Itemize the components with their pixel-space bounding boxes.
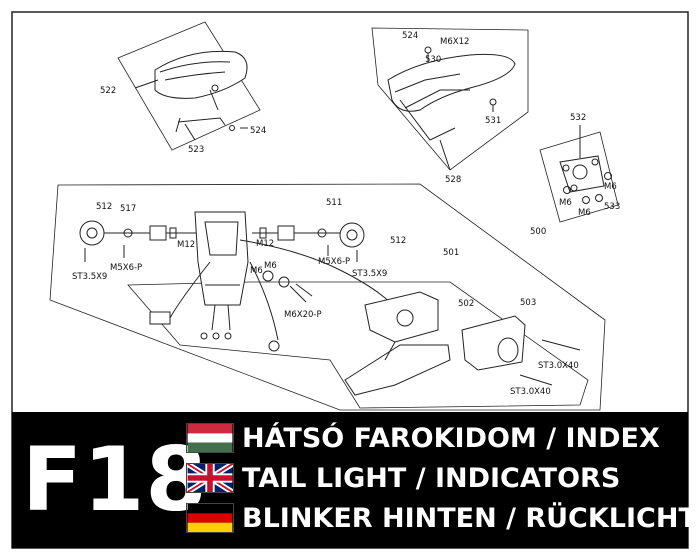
label-st30x40-a: ST3.0X40 xyxy=(538,361,579,371)
uk-flag-icon xyxy=(186,463,234,493)
de-stripe-black xyxy=(187,504,233,514)
label-m6x20p: M6X20-P xyxy=(284,310,322,320)
label-523: 523 xyxy=(188,145,204,155)
label-m6-e: M6 xyxy=(264,261,277,271)
de-stripe-red xyxy=(187,513,233,523)
label-522: 522 xyxy=(100,86,116,96)
label-m6-a: M6 xyxy=(604,182,617,192)
label-501: 501 xyxy=(443,248,459,258)
label-m5x6p-b: M5X6-P xyxy=(318,257,350,267)
label-m6-d: M6 xyxy=(250,266,263,276)
footer-banner: F18 HÁTSÓ FAROKIDOM / INDEX TAIL LIGHT /… xyxy=(12,412,697,548)
label-st35x9-a: ST3.5X9 xyxy=(72,272,107,282)
label-517: 517 xyxy=(120,204,136,214)
uk-cross-red xyxy=(187,464,233,492)
hu-stripe-white xyxy=(187,433,233,443)
germany-flag-icon xyxy=(186,503,234,533)
label-503: 503 xyxy=(520,298,536,308)
title-german: BLINKER HINTEN / RÜCKLICHT xyxy=(242,502,697,534)
de-stripe-gold xyxy=(187,522,233,532)
hu-stripe-green xyxy=(187,442,233,452)
row-hungarian: HÁTSÓ FAROKIDOM / INDEX xyxy=(186,420,660,456)
label-524-b: 524 xyxy=(402,31,418,41)
label-m12-b: M12 xyxy=(256,239,274,249)
label-st35x9-b: ST3.5X9 xyxy=(352,269,387,279)
outer-border xyxy=(11,11,689,549)
hu-stripe-red xyxy=(187,424,233,434)
label-512-a: 512 xyxy=(96,202,112,212)
label-531: 531 xyxy=(485,116,501,126)
label-m6x12: M6X12 xyxy=(440,37,469,47)
label-502: 502 xyxy=(458,299,474,309)
label-524-a: 524 xyxy=(250,126,266,136)
tail-cover-528-group xyxy=(371,27,529,171)
label-m6-b: M6 xyxy=(559,198,572,208)
row-german: BLINKER HINTEN / RÜCKLICHT xyxy=(186,500,697,536)
label-512-b: 512 xyxy=(390,236,406,246)
label-533: 533 xyxy=(604,202,620,212)
label-530: 530 xyxy=(425,55,441,65)
label-532: 532 xyxy=(570,113,586,123)
title-hungarian: HÁTSÓ FAROKIDOM / INDEX xyxy=(242,422,660,454)
part-labels: 522 523 524 524 M6X12 530 531 528 532 M6… xyxy=(72,31,620,397)
row-english: TAIL LIGHT / INDICATORS xyxy=(186,460,620,496)
label-511: 511 xyxy=(326,198,342,208)
section-code: F18 xyxy=(22,428,208,531)
label-m6-c: M6 xyxy=(578,208,591,218)
label-528: 528 xyxy=(445,175,461,185)
hungary-flag-icon xyxy=(186,423,234,453)
title-english: TAIL LIGHT / INDICATORS xyxy=(242,462,621,494)
label-m5x6p-a: M5X6-P xyxy=(110,263,142,273)
rear-fender-522-group xyxy=(117,21,261,151)
bracket-532-group xyxy=(539,125,619,223)
label-500: 500 xyxy=(530,227,546,237)
label-st30x40-b: ST3.0X40 xyxy=(510,387,551,397)
label-m12-a: M12 xyxy=(177,240,195,250)
main-assembly-500-group xyxy=(49,183,606,411)
